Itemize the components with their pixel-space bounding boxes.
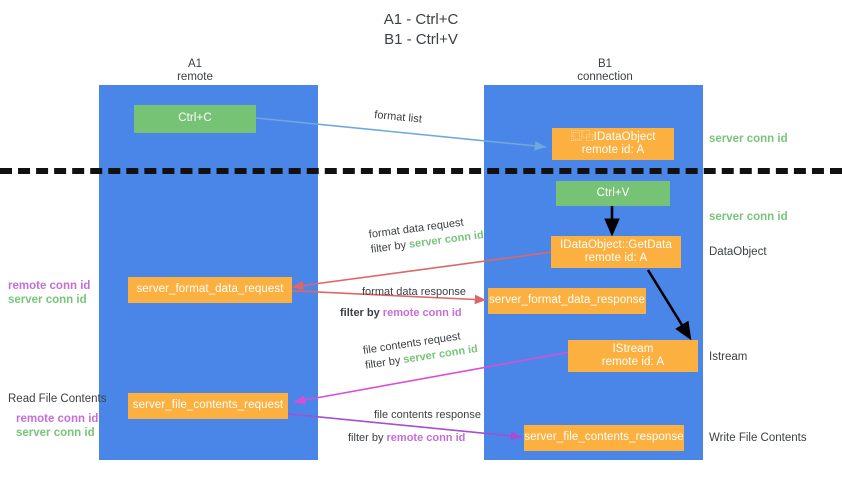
node-idataobject-line2: remote id: A <box>581 144 645 156</box>
edge-label-fdresp-line2: filter by remote conn id <box>340 306 466 321</box>
edge-label-fcresp-line1: file contents response <box>374 409 482 421</box>
node-server-format-data-response[interactable]: server_format_data_response <box>488 288 646 314</box>
title-line-2: B1 - Ctrl+V <box>384 31 458 48</box>
column-a1-name: A1 <box>187 58 203 70</box>
node-server-format-data-request[interactable]: server_format_data_request <box>128 277 292 303</box>
node-ctrl-v-label: Ctrl+V <box>596 186 630 199</box>
edge-label-format-list-text: format list <box>373 108 423 126</box>
annotation-server-conn-id-top: server conn id <box>709 133 788 145</box>
node-server-format-data-request-label: server_format_data_request <box>136 283 284 296</box>
column-b1-name: B1 <box>597 58 613 70</box>
title-line-1: A1 - Ctrl+C <box>383 11 459 28</box>
annotation-read-file-contents: Read File Contents <box>8 393 107 405</box>
node-ctrl-c[interactable]: Ctrl+C <box>134 105 256 133</box>
arrow-getdata-to-istream <box>646 269 692 341</box>
arrow-file-contents-request <box>293 351 571 405</box>
edge-label-fcresp-filter: filter by <box>348 432 387 444</box>
annotation-server-conn-id-mid: server conn id <box>709 211 788 223</box>
node-ctrl-c-label: Ctrl+C <box>178 112 212 125</box>
arrow-format-list <box>255 117 547 151</box>
edge-label-format-data-response: format data response filter by remote co… <box>340 285 466 321</box>
edge-label-fcresp-key: remote conn id <box>386 432 466 444</box>
node-getdata-line1: IDataObject::GetData <box>560 238 672 251</box>
column-b1-subtitle: connection <box>577 71 633 83</box>
edge-label-fdreq-filter: filter by <box>370 238 410 256</box>
node-server-file-contents-response[interactable]: server_file_contents_response <box>524 425 684 451</box>
node-istream-line1: IStream <box>612 342 654 355</box>
node-istream[interactable]: IStream remote id: A <box>568 340 698 372</box>
annotation-remote-conn-id-lower: remote conn id <box>16 413 99 425</box>
edge-label-fdresp-filter: filter by <box>340 307 383 319</box>
annotation-istream: Istream <box>709 351 748 363</box>
node-ctrl-v[interactable]: Ctrl+V <box>556 181 670 206</box>
node-getdata-line2: remote id: A <box>584 252 648 264</box>
column-a1-subtitle: remote <box>177 71 213 83</box>
edge-label-fcresp-line2: filter by remote conn id <box>348 431 481 446</box>
node-idataobject-line1: ⿴⿻IDataObject <box>570 130 656 143</box>
page-title: A1 - Ctrl+C B1 - Ctrl+V <box>0 10 842 50</box>
annotation-write-file-contents: Write File Contents <box>709 432 807 444</box>
node-server-file-contents-response-label: server_file_contents_response <box>524 431 684 444</box>
arrow-format-data-request <box>291 251 553 291</box>
node-idataobject[interactable]: ⿴⿻IDataObject remote id: A <box>552 128 674 160</box>
edge-label-fdresp-line1: format data response <box>362 286 466 298</box>
annotation-dataobject: DataObject <box>709 246 767 258</box>
edge-label-file-contents-response: file contents response filter by remote … <box>348 408 482 446</box>
node-istream-line2: remote id: A <box>601 356 665 368</box>
edge-label-fdresp-key: remote conn id <box>382 307 462 319</box>
node-server-format-data-response-label: server_format_data_response <box>488 294 646 307</box>
node-idataobject-getdata[interactable]: IDataObject::GetData remote id: A <box>551 236 681 268</box>
annotation-remote-conn-id-upper: remote conn id <box>8 280 91 292</box>
annotation-server-conn-id-upper: server conn id <box>8 294 87 306</box>
node-server-file-contents-request[interactable]: server_file_contents_request <box>128 393 288 419</box>
annotation-server-conn-id-lower: server conn id <box>16 427 95 439</box>
node-server-file-contents-request-label: server_file_contents_request <box>132 399 284 412</box>
column-header-b1: B1 connection <box>540 58 670 84</box>
phase-separator <box>0 168 842 174</box>
column-header-a1: A1 remote <box>140 58 250 84</box>
